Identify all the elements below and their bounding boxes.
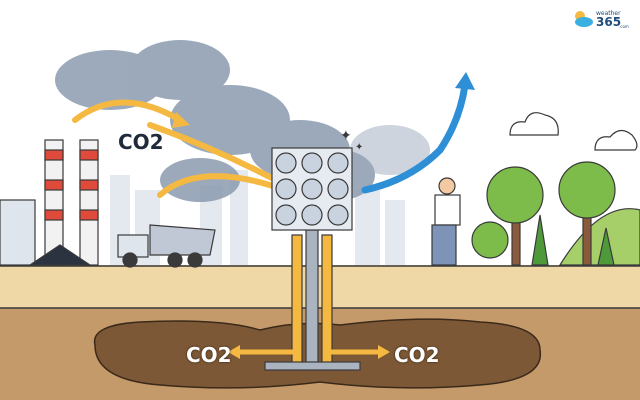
co2-label-storage-left: CO2 (186, 343, 232, 367)
logo-number: 365 (596, 15, 622, 29)
co2-flow-arrows (72, 99, 288, 198)
co2-label-air: CO2 (118, 130, 164, 154)
ground-surface (0, 265, 640, 310)
sun-cloud-icon (575, 11, 593, 27)
trees (471, 161, 640, 266)
logo-suffix: .com (619, 24, 629, 29)
dump-truck (117, 224, 216, 268)
sky-clouds (509, 112, 638, 151)
factory (0, 139, 99, 266)
co2-label-storage-right: CO2 (394, 343, 440, 367)
clean-air-arrow (361, 81, 469, 194)
svg-text:✦: ✦ (340, 128, 352, 144)
logo-text: weather (596, 10, 621, 17)
direct-air-capture-unit (271, 147, 353, 231)
svg-text:✦: ✦ (355, 142, 363, 153)
weather365-logo: weather 365 .com (572, 10, 636, 32)
person (431, 177, 461, 266)
